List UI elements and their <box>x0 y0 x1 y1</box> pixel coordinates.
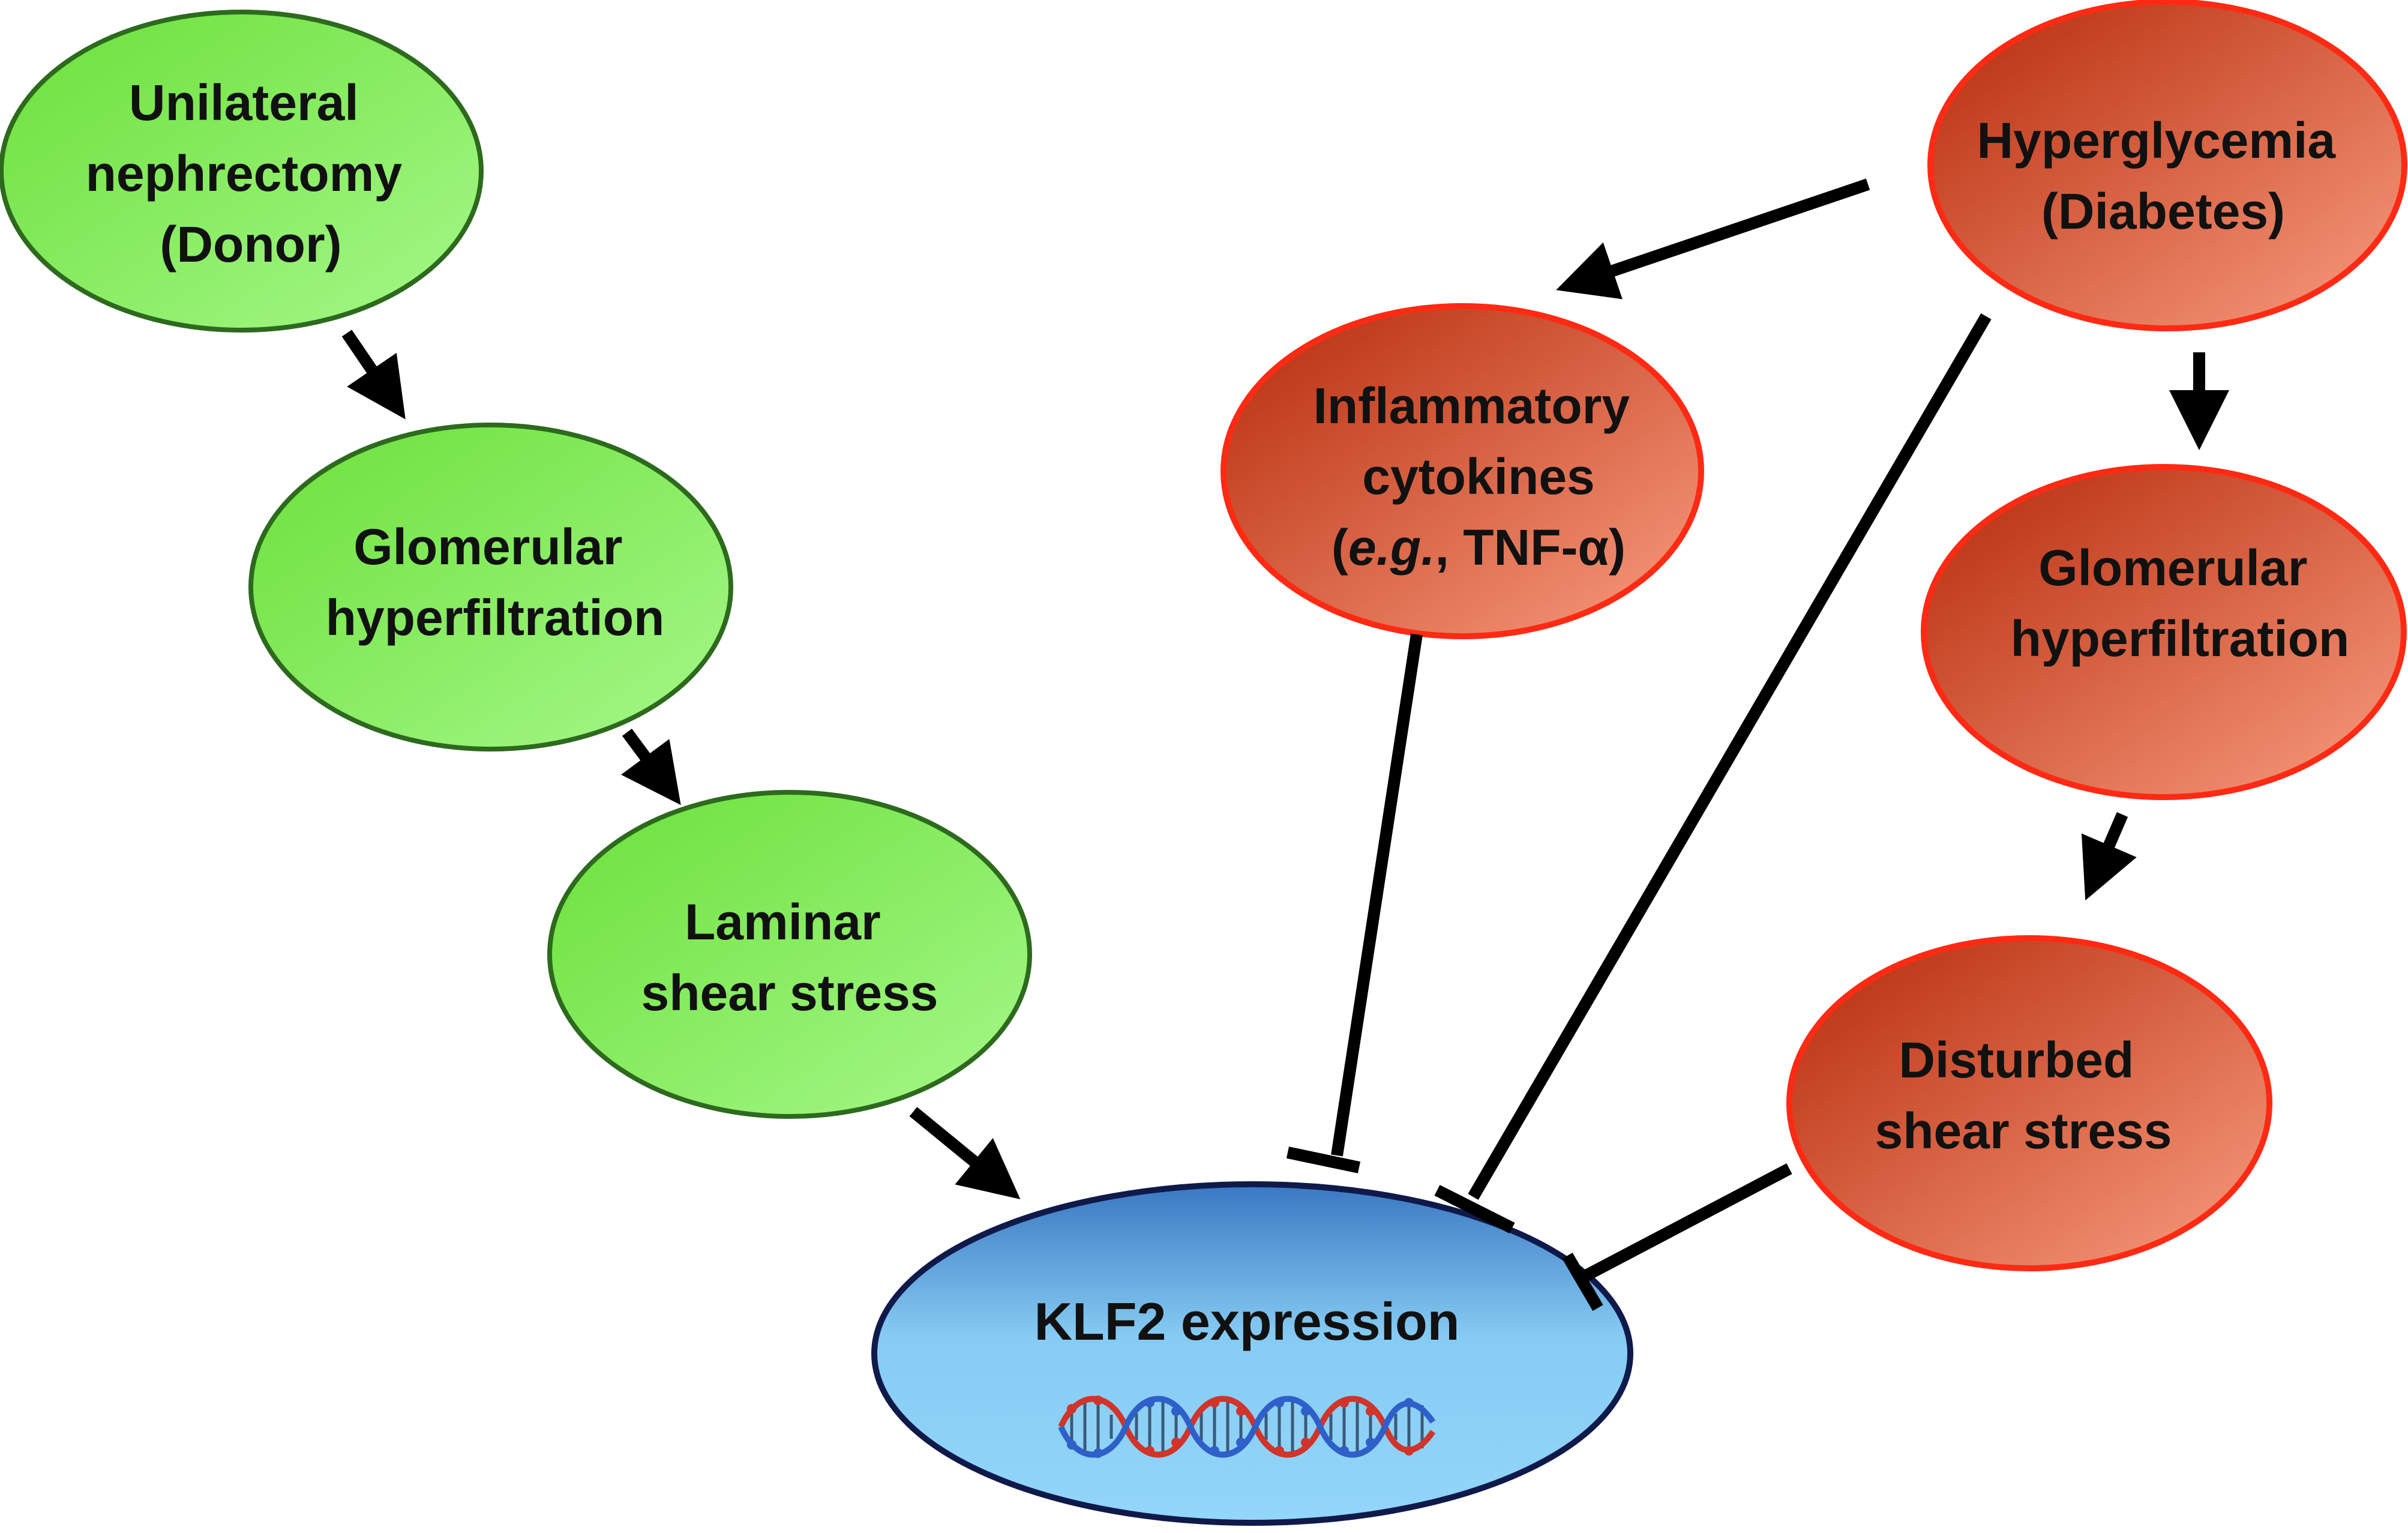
node-inflammatory-line-2: cytokines <box>1362 448 1595 505</box>
node-laminar-shape <box>547 790 1032 1119</box>
node-hyperglycemia-line-2: (Diabetes) <box>2041 183 2285 239</box>
svg-text:Inflammatory cytokines: Inflammatory cytokines <box>1314 378 1644 505</box>
node-glomerular-green-line-1: Glomerular <box>353 519 622 575</box>
arrow-glomerular-red-to-disturbed <box>2081 812 2137 901</box>
arrow-glomerular-to-laminar <box>621 729 681 806</box>
node-glomerular-hyperfiltration-green: Glomerular hyperfiltration <box>248 423 733 751</box>
arrow-unilateral-to-glomerular <box>341 330 406 420</box>
node-inflammatory-cytokines: Inflammatory cytokines (e.g., TNF-α) <box>1221 303 1704 639</box>
svg-text:Glomerular hyperfiltrati: Glomerular hyperfiltration <box>326 519 665 646</box>
svg-text:Unilateral nephrectomy: Unilateral nephrectomy (Donor) <box>86 74 416 273</box>
node-unilateral-line-2: nephrectomy <box>86 145 403 202</box>
node-disturbed-shear-stress: Disturbed shear stress <box>1786 935 2272 1271</box>
node-glomerular-red-line-1: Glomerular <box>2038 540 2307 596</box>
node-inflammatory-line-3-open: ( <box>1332 519 1348 576</box>
node-laminar-shear-stress: Laminar shear stress <box>547 790 1032 1119</box>
node-unilateral-line-3: (Donor) <box>160 216 341 273</box>
node-disturbed-line-1: Disturbed <box>1899 1032 2134 1088</box>
node-disturbed-line-2: shear stress <box>1875 1103 2172 1159</box>
node-laminar-line-1: Laminar <box>685 894 881 950</box>
node-glomerular-red-line-2: hyperfiltration <box>2011 610 2350 667</box>
node-hyperglycemia-shape <box>1927 0 2407 331</box>
node-disturbed-shape <box>1786 935 2272 1271</box>
node-inflammatory-line-1: Inflammatory <box>1314 378 1630 434</box>
inhibition-disturbed-to-klf2 <box>1562 1163 1792 1312</box>
node-glomerular-green-shape <box>248 423 733 751</box>
node-inflammatory-line-3-italic: e.g. <box>1348 519 1435 576</box>
node-klf2-expression: KLF2 expression <box>871 1181 1633 1526</box>
inhibition-hyperglycemia-to-klf2 <box>1434 313 1992 1233</box>
arrow-laminar-to-klf2 <box>909 1107 1021 1199</box>
node-inflammatory-line-3: (e.g., TNF-α) <box>1332 519 1626 576</box>
svg-text:Disturbed shear stress: Disturbed shear stress <box>1875 1032 2172 1159</box>
node-glomerular-hyperfiltration-red: Glomerular hyperfiltration <box>1921 464 2407 800</box>
node-glomerular-green-line-2: hyperfiltration <box>326 589 665 646</box>
arrow-hyperglycemia-to-inflammatory <box>1556 178 1870 300</box>
node-inflammatory-line-3-rest: , TNF-α) <box>1435 519 1626 576</box>
node-hyperglycemia-line-1: Hyperglycemia <box>1977 112 2337 169</box>
node-klf2-shape <box>871 1181 1633 1526</box>
node-inflammatory-shape <box>1221 303 1704 639</box>
node-hyperglycemia: Hyperglycemia (Diabetes) <box>1927 0 2407 331</box>
dna-helix-icon <box>1058 1396 1436 1458</box>
node-unilateral-nephrectomy-shape <box>0 10 484 333</box>
inhibition-inflammatory-to-klf2 <box>1286 633 1423 1173</box>
svg-text:Hyperglycemia (Diabetes): Hyperglycemia (Diabetes) <box>1977 112 2350 239</box>
svg-text:Laminar shear stress: Laminar shear stress <box>641 894 938 1021</box>
node-unilateral-nephrectomy: Unilateral nephrectomy (Donor) <box>0 10 484 333</box>
node-glomerular-red-shape <box>1921 464 2407 800</box>
node-laminar-line-2: shear stress <box>641 965 938 1021</box>
node-klf2-label: KLF2 expression <box>1034 1292 1459 1351</box>
node-unilateral-line-1: Unilateral <box>129 74 359 131</box>
svg-text:Glomerular hyperfiltrati: Glomerular hyperfiltration <box>2011 540 2350 667</box>
